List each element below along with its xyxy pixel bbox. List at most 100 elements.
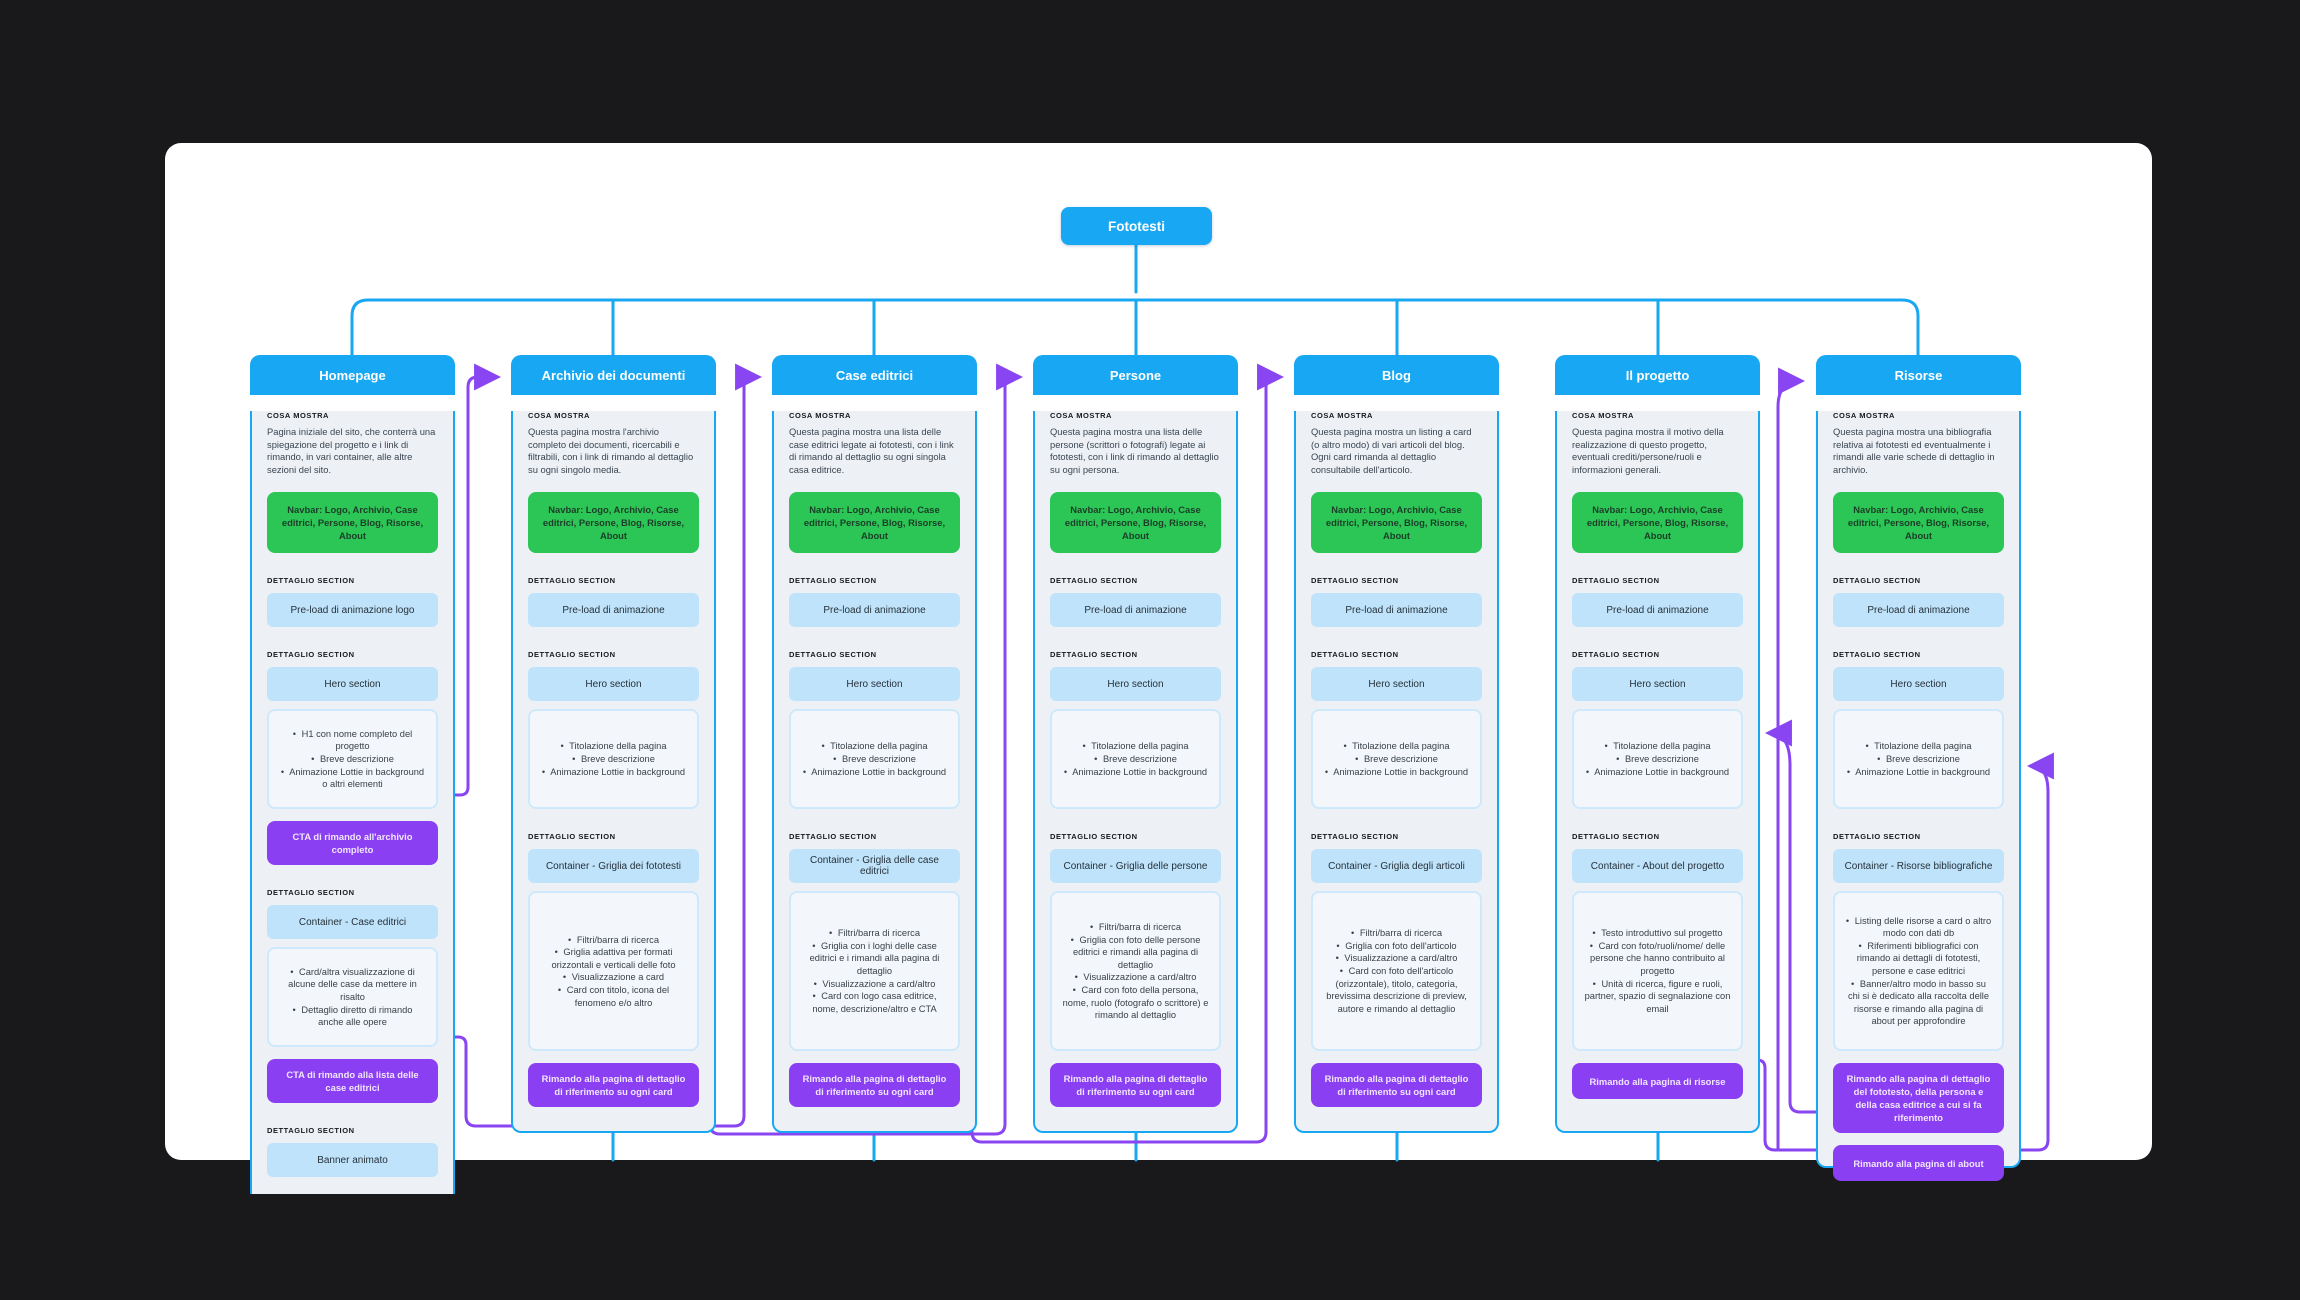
- navbar-box[interactable]: Navbar: Logo, Archivio, Case editrici, P…: [1050, 492, 1221, 554]
- cta-link-box[interactable]: Rimando alla pagina di dettaglio di rife…: [528, 1063, 699, 1108]
- bullet-list-box[interactable]: • Filtri/barra di ricerca• Griglia adatt…: [528, 891, 699, 1052]
- bullet-list-box[interactable]: • Titolazione della pagina• Breve descri…: [528, 709, 699, 810]
- bullet-dot-icon: •: [1858, 940, 1862, 951]
- cta-link-box[interactable]: CTA di rimando alla lista delle case edi…: [267, 1059, 438, 1104]
- bullet-dot-icon: •: [568, 934, 572, 945]
- bullet-item: • H1 con nome completo del progetto: [292, 728, 413, 752]
- dettaglio-section-label: DETTAGLIO SECTION: [1311, 832, 1399, 842]
- bullet-list-box[interactable]: • H1 con nome completo del progetto • Bre…: [267, 709, 438, 810]
- bullet-list-box[interactable]: • Listing delle risorse a card o altro m…: [1833, 891, 2004, 1052]
- section-box[interactable]: Container - Griglia delle persone: [1050, 849, 1221, 884]
- section-box[interactable]: Banner animato: [267, 1143, 438, 1178]
- cta-link-box[interactable]: Rimando alla pagina di dettaglio di rife…: [789, 1063, 960, 1108]
- navbar-box[interactable]: Navbar: Logo, Archivio, Case editrici, P…: [789, 492, 960, 554]
- section-box[interactable]: Pre-load di animazione: [1311, 593, 1482, 628]
- bullet-dot-icon: •: [829, 928, 833, 939]
- dettaglio-section-label: DETTAGLIO SECTION: [1050, 650, 1138, 660]
- cosa-mostra-label: COSA MOSTRA: [267, 411, 330, 420]
- page-node-archivio[interactable]: Archivio dei documenti: [511, 355, 716, 395]
- page-title: Blog: [1382, 367, 1411, 383]
- bullet-list-box[interactable]: • Titolazione della pagina• Breve descri…: [1050, 709, 1221, 810]
- bullet-list-box[interactable]: • Card/altra visualizzazione di alcune d…: [267, 947, 438, 1048]
- cta-link-box[interactable]: Rimando alla pagina di dettaglio del fot…: [1833, 1063, 2004, 1134]
- section-box[interactable]: Container - Case editrici: [267, 905, 438, 940]
- section-box[interactable]: Hero section: [528, 667, 699, 702]
- section-box[interactable]: Container - Griglia delle case editrici: [789, 849, 960, 884]
- section-box[interactable]: Hero section: [1572, 667, 1743, 702]
- page-node-il-progetto[interactable]: Il progetto: [1555, 355, 1760, 395]
- cta-link-box[interactable]: Rimando alla pagina di dettaglio di rife…: [1050, 1063, 1221, 1108]
- bullet-item: • Titolazione della pagina: [821, 741, 928, 752]
- cosa-mostra-label: COSA MOSTRA: [1311, 411, 1374, 420]
- cta-link-box[interactable]: Rimando alla pagina di dettaglio di rife…: [1311, 1063, 1482, 1108]
- dettaglio-section-label: DETTAGLIO SECTION: [1050, 832, 1138, 842]
- bullet-item: • Titolazione della pagina: [1343, 741, 1450, 752]
- dettaglio-section-label: DETTAGLIO SECTION: [528, 650, 616, 660]
- section-box[interactable]: Hero section: [267, 667, 438, 702]
- page-card-homepage[interactable]: COSA MOSTRA Pagina iniziale del sito, che…: [250, 411, 455, 1194]
- navbar-box[interactable]: Navbar: Logo, Archivio, Case editrici, P…: [1833, 492, 2004, 554]
- bullet-dot-icon: •: [833, 754, 837, 765]
- navbar-box[interactable]: Navbar: Logo, Archivio, Case editrici, P…: [1572, 492, 1743, 554]
- bullet-list-box[interactable]: • Filtri/barra di ricerca• Griglia con f…: [1050, 891, 1221, 1052]
- dettaglio-section-label: DETTAGLIO SECTION: [267, 888, 355, 898]
- bullet-list-box[interactable]: • Titolazione della pagina• Breve descri…: [1311, 709, 1482, 810]
- bullet-item: • Titolazione della pagina: [560, 741, 667, 752]
- section-box[interactable]: Pre-load di animazione: [1050, 593, 1221, 628]
- dettaglio-section-label: DETTAGLIO SECTION: [1833, 576, 1921, 586]
- section-box[interactable]: Container - About del progetto: [1572, 849, 1743, 884]
- section-box[interactable]: Hero section: [1833, 667, 2004, 702]
- page-description: Pagina iniziale del sito, che conterrà u…: [267, 426, 436, 475]
- bullet-dot-icon: •: [821, 741, 825, 752]
- section-box[interactable]: Hero section: [1050, 667, 1221, 702]
- page-node-blog[interactable]: Blog: [1294, 355, 1499, 395]
- bullet-dot-icon: •: [562, 972, 567, 983]
- page-node-persone[interactable]: Persone: [1033, 355, 1238, 395]
- section-box[interactable]: Hero section: [789, 667, 960, 702]
- bullet-list-box[interactable]: • Filtri/barra di ricerca• Griglia con f…: [1311, 891, 1482, 1052]
- navbar-box[interactable]: Navbar: Logo, Archivio, Case editrici, P…: [267, 492, 438, 554]
- bullet-list-box[interactable]: • Testo introduttivo sul progetto• Card …: [1572, 891, 1743, 1052]
- root-node-fototesti[interactable]: Fototesti: [1061, 207, 1212, 245]
- page-node-homepage[interactable]: Homepage: [250, 355, 455, 395]
- page-description: Questa pagina mostra una lista delle cas…: [789, 426, 954, 475]
- navbar-box[interactable]: Navbar: Logo, Archivio, Case editrici, P…: [528, 492, 699, 554]
- bullet-dot-icon: •: [311, 754, 315, 765]
- bullet-item: • Breve descrizione: [311, 754, 394, 765]
- section-box[interactable]: Pre-load di animazione: [528, 593, 699, 628]
- bullet-item: • Griglia con i loghi delle case editric…: [809, 940, 940, 977]
- cta-link-box[interactable]: Rimando alla pagina di about: [1833, 1145, 2004, 1182]
- bullet-list-box[interactable]: • Titolazione della pagina• Breve descri…: [1833, 709, 2004, 810]
- section-box[interactable]: Container - Griglia degli articoli: [1311, 849, 1482, 884]
- bullet-list-box[interactable]: • Filtri/barra di ricerca• Griglia con i…: [789, 891, 960, 1052]
- cta-link-box[interactable]: CTA di rimando all'archivio completo: [267, 821, 438, 866]
- section-box[interactable]: Pre-load di animazione logo: [267, 593, 438, 628]
- bullet-list-box[interactable]: • Titolazione della pagina• Breve descri…: [1572, 709, 1743, 810]
- page-title: Archivio dei documenti: [541, 367, 686, 383]
- section-box[interactable]: Pre-load di animazione: [1572, 593, 1743, 628]
- navbar-box[interactable]: Navbar: Logo, Archivio, Case editrici, P…: [1311, 492, 1482, 554]
- bullet-list-box[interactable]: • Titolazione della pagina• Breve descri…: [789, 709, 960, 810]
- page-title: Case editrici: [835, 367, 914, 383]
- section-box[interactable]: Container - Risorse bibliografiche: [1833, 849, 2004, 884]
- section-box[interactable]: Hero section: [1311, 667, 1482, 702]
- section-box[interactable]: Pre-load di animazione: [1833, 593, 2004, 628]
- page-node-case-editrici[interactable]: Case editrici: [772, 355, 977, 395]
- page-node-risorse[interactable]: Risorse: [1816, 355, 2021, 395]
- section-box[interactable]: Pre-load di animazione: [789, 593, 960, 628]
- cosa-mostra-label: COSA MOSTRA: [1572, 411, 1635, 420]
- section-box[interactable]: Container - Griglia dei fototesti: [528, 849, 699, 884]
- bullet-dot-icon: •: [1355, 754, 1359, 765]
- bullet-item: • Animazione Lottie in background: [1324, 766, 1469, 777]
- bullet-dot-icon: •: [1082, 741, 1086, 752]
- cta-link-box[interactable]: Rimando alla pagina di risorse: [1572, 1063, 1743, 1100]
